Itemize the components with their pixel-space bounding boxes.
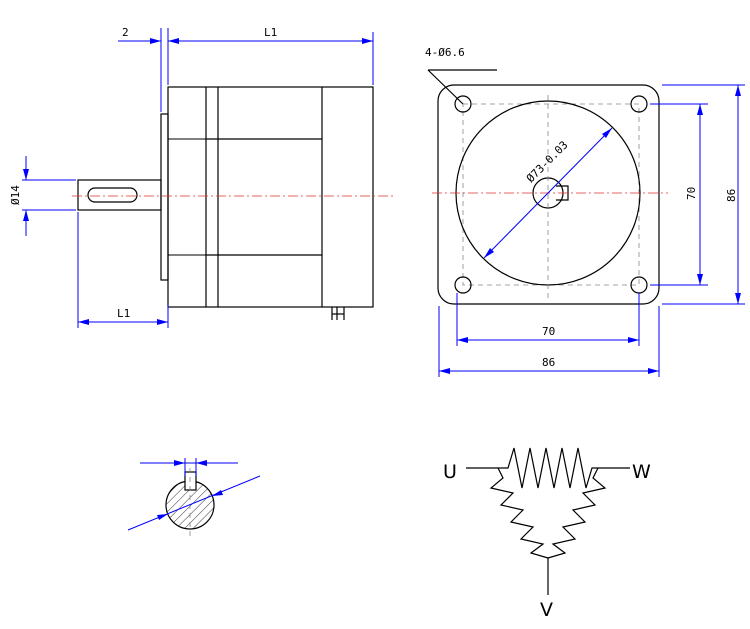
wiring-diagram: U W V [443,447,651,621]
coil-wv [547,467,607,559]
mounting-hole-tl [454,95,472,113]
coil-uw [498,447,598,489]
flange-plate [160,113,169,281]
phase-w-label: W [632,461,651,483]
mounting-hole-tr [630,95,648,113]
motor-body-outline [167,86,374,308]
dim-flange-thickness: 2 [118,26,179,112]
dim-shaft-length-label: L1 [117,307,130,320]
dim-shaft-diameter-label: Ø14 [9,185,22,205]
dim-pilot-diameter: Ø73-0.03 [483,127,613,259]
shaft [77,179,162,211]
dim-vertical-body-size: 86 [662,84,745,305]
front-view: 4-Ø6.6 Ø73-0.03 70 86 [425,46,745,377]
phase-u-label: U [443,461,457,483]
dim-flange-thickness-label: 2 [122,26,129,39]
mounting-hole-bl [454,276,472,294]
dim-mounting-holes: 4-Ø6.6 [425,46,497,105]
front-square-outline [437,84,660,305]
dim-horizontal-hole-spacing-label: 70 [542,325,555,338]
dim-horizontal-body-size: 86 [438,306,660,377]
dim-horizontal-hole-spacing: 70 [456,293,640,346]
dim-body-length-label: L1 [264,26,277,39]
dim-vertical-hole-spacing: 70 [650,103,708,286]
dim-shaft-length: L1 [77,212,169,328]
dim-vertical-hole-spacing-label: 70 [685,187,698,200]
side-view: 2 L1 L1 Ø14 [9,26,395,328]
dim-horizontal-body-size-label: 86 [542,356,555,369]
dim-body-length: L1 [168,26,374,85]
shaft-section [127,458,261,540]
dim-shaft-diameter: Ø14 [9,156,76,236]
shaft-section-keyway [184,471,197,491]
coil-uv [489,467,549,559]
cable-exit [331,307,345,320]
dim-vertical-body-size-label: 86 [725,189,738,202]
dim-mounting-holes-label: 4-Ø6.6 [425,46,465,59]
phase-v-label: V [540,599,553,621]
